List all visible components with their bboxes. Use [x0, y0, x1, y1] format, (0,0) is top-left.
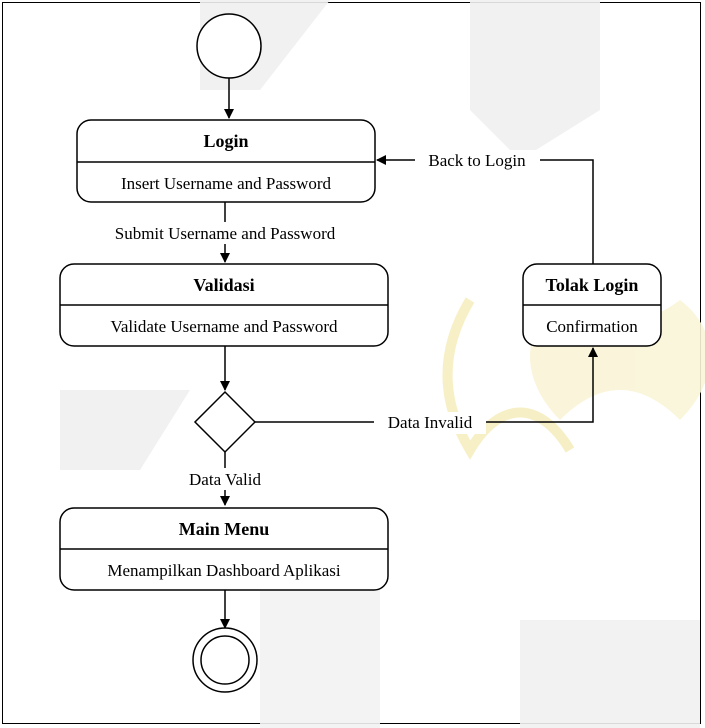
login-title: Login	[203, 131, 248, 151]
end-node	[192, 627, 258, 693]
mainmenu-title: Main Menu	[179, 519, 270, 539]
edge-label-valid: Data Valid	[189, 470, 261, 489]
tolak-login-node: Tolak Login Confirmation	[522, 263, 662, 347]
validasi-body: Validate Username and Password	[110, 317, 338, 336]
tolak-body: Confirmation	[546, 317, 638, 336]
edge-label-invalid: Data Invalid	[388, 413, 473, 432]
login-body: Insert Username and Password	[121, 174, 332, 193]
edge-decision-tolak	[255, 347, 598, 423]
validasi-node: Validasi Validate Username and Password	[59, 263, 389, 347]
login-node: Login Insert Username and Password	[76, 119, 376, 203]
start-node	[196, 13, 262, 79]
validasi-title: Validasi	[193, 275, 254, 295]
main-menu-node: Main Menu Menampilkan Dashboard Aplikasi	[59, 507, 389, 591]
watermark-logo	[60, 0, 705, 728]
edge-label-submit: Submit Username and Password	[115, 224, 336, 243]
edge-label-back: Back to Login	[428, 151, 526, 170]
mainmenu-body: Menampilkan Dashboard Aplikasi	[107, 561, 341, 580]
tolak-title: Tolak Login	[546, 275, 639, 295]
edge-tolak-login	[376, 155, 594, 264]
decision-node	[193, 390, 257, 454]
